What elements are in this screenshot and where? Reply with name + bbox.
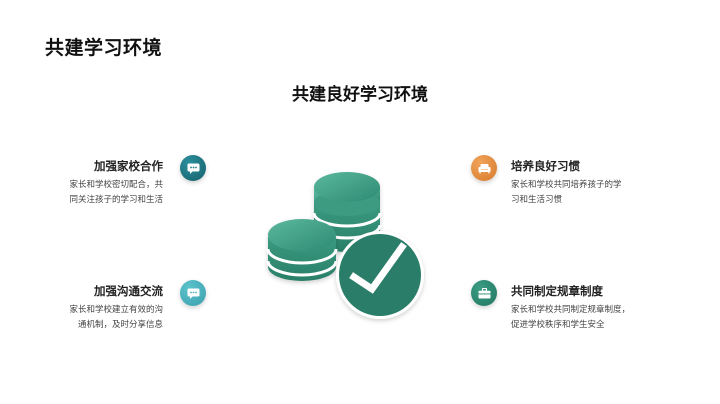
briefcase-icon <box>471 280 497 306</box>
item-home-school-cooperation: 加强家校合作 家长和学校密切配合，共 同关注孩子的学习和生活 <box>0 158 163 208</box>
item-description: 家长和学校密切配合，共 同关注孩子的学习和生活 <box>0 178 163 208</box>
item-communication: 加强沟通交流 家长和学校建立有效的沟 通机制，及时分享信息 <box>0 283 163 333</box>
desc-line: 家长和学校建立有效的沟 <box>69 305 163 315</box>
item-heading: 加强沟通交流 <box>94 284 163 298</box>
item-good-habits: 培养良好习惯 家长和学校共同培养孩子的学 习和生活习惯 <box>511 158 711 208</box>
sofa-icon <box>471 155 497 181</box>
center-title: 共建良好学习环境 <box>292 85 428 105</box>
item-rules: 共同制定规章制度 家长和学校共同制定规章制度， 促进学校秩序和学生安全 <box>511 283 711 333</box>
chat-bubble-icon <box>180 155 206 181</box>
item-description: 家长和学校共同培养孩子的学 习和生活习惯 <box>511 178 711 208</box>
desc-line: 促进学校秩序和学生安全 <box>511 320 605 330</box>
item-heading: 共同制定规章制度 <box>511 284 603 298</box>
item-description: 家长和学校共同制定规章制度， 促进学校秩序和学生安全 <box>511 303 711 333</box>
desc-line: 通机制，及时分享信息 <box>77 320 163 330</box>
desc-line: 家长和学校共同培养孩子的学 <box>511 180 622 190</box>
item-heading: 培养良好习惯 <box>511 159 580 173</box>
chat-bubble-icon <box>180 280 206 306</box>
item-heading: 加强家校合作 <box>94 159 163 173</box>
item-description: 家长和学校建立有效的沟 通机制，及时分享信息 <box>0 303 163 333</box>
page-title: 共建学习环境 <box>45 37 163 59</box>
desc-line: 同关注孩子的学习和生活 <box>69 195 163 205</box>
desc-line: 家长和学校共同制定规章制度， <box>511 305 631 315</box>
desc-line: 习和生活习惯 <box>511 195 563 205</box>
coins-check-icon <box>262 165 432 325</box>
desc-line: 家长和学校密切配合，共 <box>69 180 163 190</box>
